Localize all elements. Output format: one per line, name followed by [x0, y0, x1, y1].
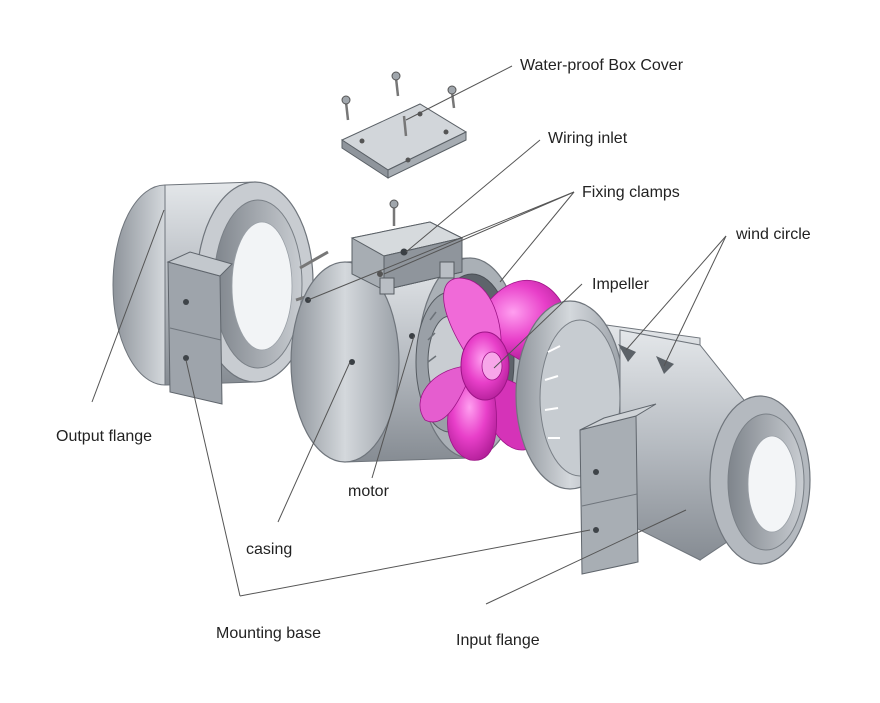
label-fixing-clamps: Fixing clamps — [582, 184, 680, 201]
label-impeller: Impeller — [592, 276, 649, 293]
label-wind-circle: wind circle — [736, 226, 811, 243]
leader-lines — [91, 65, 727, 605]
input-flange-part — [515, 300, 811, 575]
label-motor: motor — [348, 483, 389, 500]
output-flange-part — [112, 181, 329, 405]
box-cover-part — [340, 71, 468, 179]
label-box-cover: Water-proof Box Cover — [520, 57, 684, 74]
label-output-flange: Output flange — [56, 428, 153, 445]
label-input-flange: Input flange — [456, 632, 540, 649]
label-casing: casing — [246, 541, 293, 558]
label-mounting-base: Mounting base — [216, 625, 321, 642]
label-wiring-inlet: Wiring inlet — [548, 130, 628, 147]
